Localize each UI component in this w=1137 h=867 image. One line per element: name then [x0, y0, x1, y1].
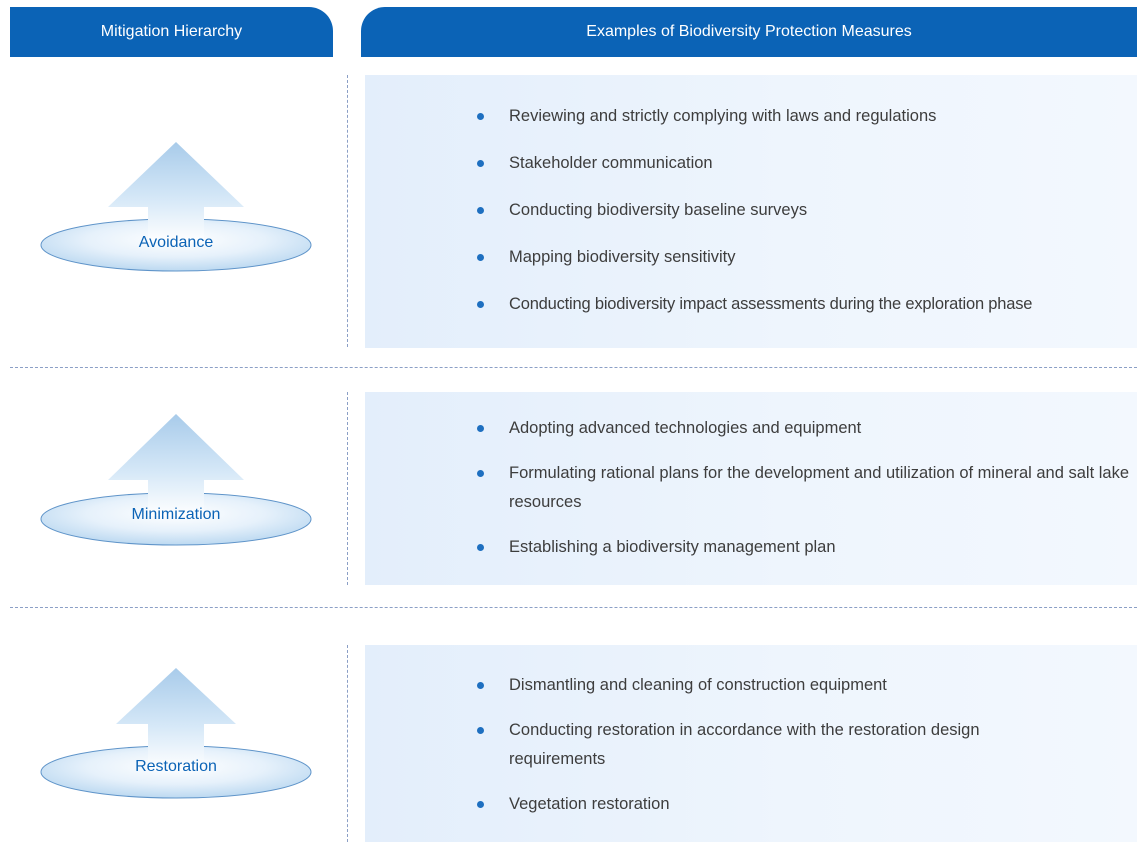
restoration-icon: Restoration	[40, 666, 312, 800]
column-separator	[347, 392, 348, 585]
list-item: Stakeholder communication	[365, 149, 1137, 178]
column-separator	[347, 645, 348, 842]
measure-text: Conducting biodiversity baseline surveys	[509, 201, 808, 219]
up-arrow-on-disc-icon	[40, 668, 312, 799]
minimization-label: Minimization	[131, 506, 221, 523]
protection-measures-header: Examples of Biodiversity Protection Meas…	[361, 7, 1137, 57]
mitigation-hierarchy-header-label: Mitigation Hierarchy	[100, 23, 243, 40]
up-arrow-on-disc-icon	[40, 142, 312, 272]
protection-measures-header-label: Examples of Biodiversity Protection Meas…	[586, 23, 912, 40]
restoration-label: Restoration	[135, 758, 217, 775]
avoidance-measures-panel: Reviewing and strictly complying with la…	[365, 75, 1137, 348]
measure-text: Establishing a biodiversity management p…	[509, 538, 836, 556]
bullet-icon	[477, 207, 484, 214]
measure-text: Adopting advanced technologies and equip…	[509, 419, 862, 437]
measure-text: Dismantling and cleaning of construction…	[509, 676, 887, 694]
avoidance-icon: Avoidance	[40, 140, 312, 272]
avoidance-label: Avoidance	[138, 234, 214, 251]
bullet-icon	[477, 254, 484, 261]
minimization-measures-panel: Adopting advanced technologies and equip…	[365, 392, 1137, 585]
section-separator	[10, 367, 1137, 368]
measure-text: Vegetation restoration	[509, 795, 670, 813]
list-item: Vegetation restoration	[365, 790, 1137, 819]
list-item: Conducting biodiversity baseline surveys	[365, 196, 1137, 225]
list-item: Dismantling and cleaning of construction…	[365, 671, 1137, 700]
list-item: Conducting biodiversity impact assessmen…	[365, 290, 1137, 319]
bullet-icon	[477, 113, 484, 120]
list-item: Adopting advanced technologies and equip…	[365, 414, 1137, 443]
list-item: Mapping biodiversity sensitivity	[365, 243, 1137, 272]
measure-text: Stakeholder communication	[509, 154, 713, 172]
section-separator	[10, 607, 1137, 608]
restoration-measures-panel: Dismantling and cleaning of construction…	[365, 645, 1137, 842]
measure-text: Formulating rational plans for the devel…	[509, 464, 1130, 511]
measure-text: Reviewing and strictly complying with la…	[509, 107, 937, 125]
measure-text: Conducting restoration in accordance wit…	[509, 721, 980, 768]
minimization-icon: Minimization	[40, 412, 312, 547]
bullet-icon	[477, 682, 484, 689]
bullet-icon	[477, 470, 484, 477]
up-arrow-on-disc-icon	[40, 414, 312, 546]
list-item: Reviewing and strictly complying with la…	[365, 102, 1137, 131]
mitigation-hierarchy-header: Mitigation Hierarchy	[10, 7, 333, 57]
bullet-icon	[477, 301, 484, 308]
bullet-icon	[477, 801, 484, 808]
bullet-icon	[477, 160, 484, 167]
measure-text: Mapping biodiversity sensitivity	[509, 248, 736, 266]
list-item: Formulating rational plans for the devel…	[365, 459, 1137, 517]
column-separator	[347, 75, 348, 347]
bullet-icon	[477, 425, 484, 432]
list-item: Conducting restoration in accordance wit…	[365, 716, 1137, 774]
list-item: Establishing a biodiversity management p…	[365, 533, 1137, 562]
bullet-icon	[477, 727, 484, 734]
bullet-icon	[477, 544, 484, 551]
measure-text: Conducting biodiversity impact assessmen…	[509, 295, 1033, 313]
